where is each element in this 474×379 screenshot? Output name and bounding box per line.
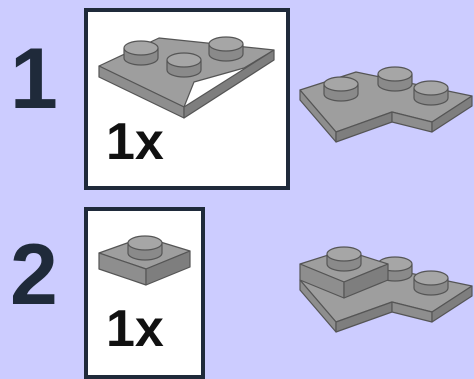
l-plate-assembly-icon [299,66,473,143]
l-plate-2x2-icon [98,36,275,119]
step-number: 2 [10,227,58,323]
parts-callout-box: 1x [84,8,290,190]
stacked-plate-assembly-icon [299,246,473,333]
part-quantity: 1x [106,300,164,358]
parts-callout-box: 1x [84,207,205,379]
instruction-step-1: 1 [10,8,473,190]
step-number: 1 [10,31,58,127]
plate-1x1-icon [98,235,191,286]
instruction-step-2: 2 1x [0,200,474,379]
part-quantity: 1x [106,113,164,171]
